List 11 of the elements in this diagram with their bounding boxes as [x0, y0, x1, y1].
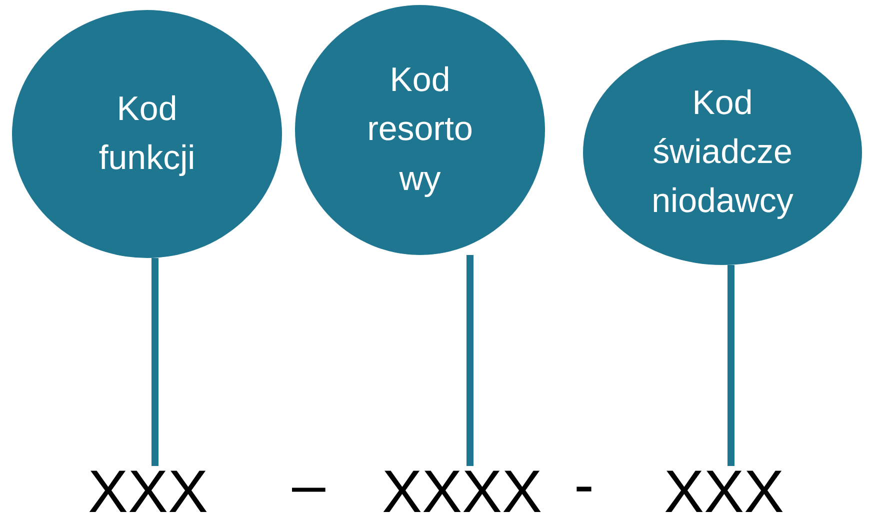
- connector-line: [466, 255, 474, 466]
- node-label: Kod funkcji: [98, 88, 196, 179]
- separator-dash: –: [292, 455, 326, 515]
- node-label: Kod świadcze niodawcy: [650, 82, 794, 222]
- connector-line: [728, 265, 734, 466]
- separator-dash: -: [574, 455, 594, 515]
- node-label: Kod resorto wy: [366, 60, 474, 200]
- connector-line: [152, 258, 158, 466]
- code-format-text: XXX: [88, 466, 222, 518]
- code-format-text: XXX: [664, 466, 798, 518]
- code-format-text: XXXX: [382, 466, 558, 518]
